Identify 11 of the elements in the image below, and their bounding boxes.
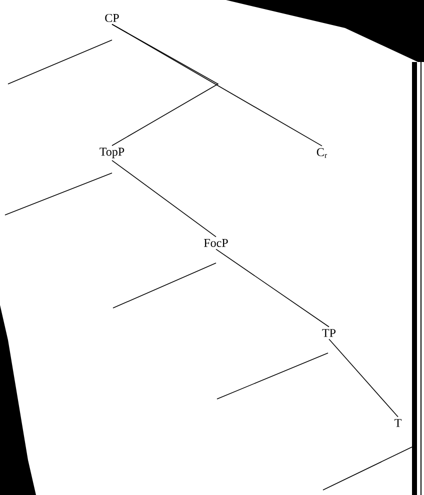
tree-branch	[216, 248, 330, 328]
tree-branch	[112, 160, 216, 238]
node-label: TP	[322, 329, 336, 337]
node-label: C$_{r}$	[316, 148, 327, 158]
node-label: T	[394, 419, 402, 427]
tree-branch	[328, 338, 398, 418]
node-label: FocP	[204, 239, 228, 247]
tree-branch	[112, 24, 322, 146]
node-label: TopP	[100, 148, 124, 158]
tree-branch	[112, 24, 219, 146]
node-label: CP	[105, 14, 119, 22]
